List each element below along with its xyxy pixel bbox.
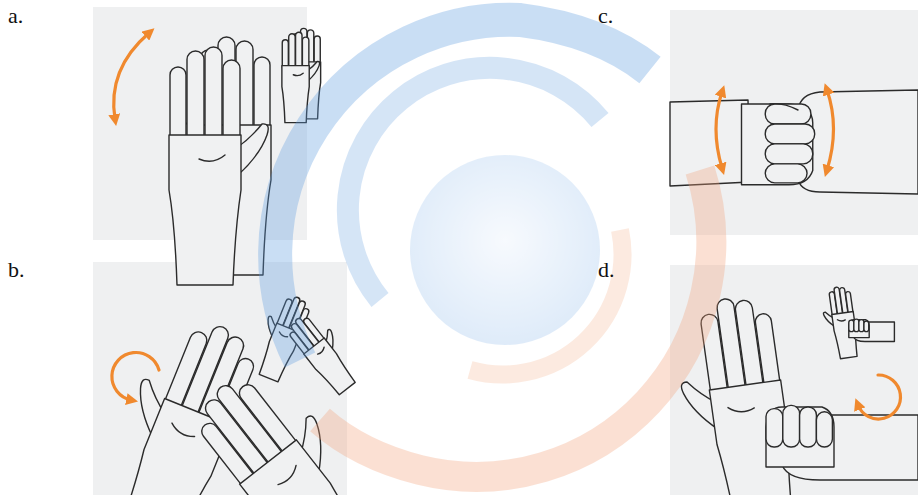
panel-letter: c.	[598, 4, 613, 28]
panel-letter: a.	[8, 4, 23, 28]
hands-palm-over-back	[114, 28, 321, 285]
hands-thumb-rub	[670, 285, 918, 495]
hands-interlocked-fist	[670, 90, 918, 194]
panel-letter: b.	[8, 258, 25, 282]
hands-palm-to-palm	[83, 290, 410, 495]
panel-letter: d.	[598, 258, 615, 282]
watermark-logo	[275, 20, 711, 477]
